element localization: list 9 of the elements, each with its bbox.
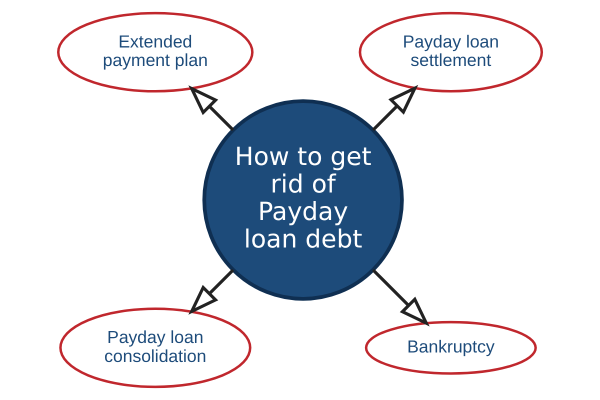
node-ellipse: Extended payment plan: [57, 12, 254, 93]
node-circle: How to get rid of Payday loan debt: [202, 99, 404, 301]
node-ellipse: Payday loan consolidation: [59, 307, 252, 388]
arrow: [188, 85, 234, 132]
node-ellipse: Bankruptcy: [364, 320, 537, 375]
arrow: [188, 268, 234, 315]
arrow: [372, 84, 418, 132]
arrow: [372, 268, 430, 327]
node-ellipse: Payday loan settlement: [358, 12, 544, 93]
